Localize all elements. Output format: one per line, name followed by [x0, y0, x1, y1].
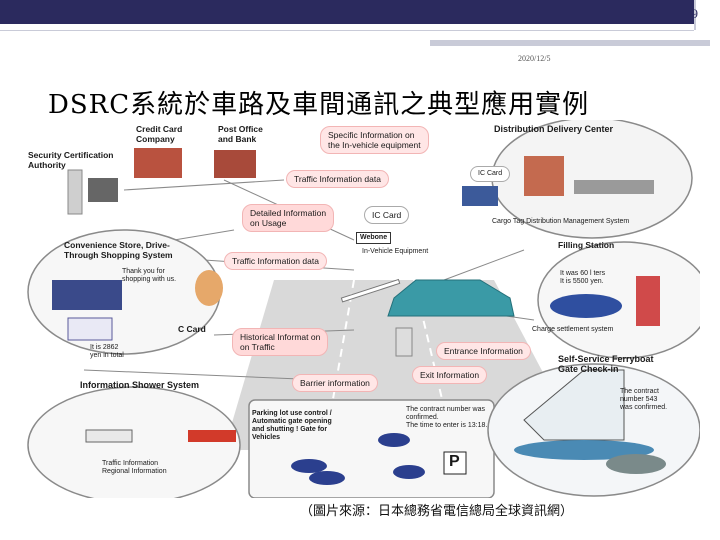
- label-convenience-store: Convenience Store, Drive-Through Shoppin…: [64, 240, 173, 260]
- credit-card-building: [134, 148, 182, 178]
- parking-sign: P: [449, 453, 460, 470]
- label-c-card: C Card: [178, 324, 206, 334]
- label-webone: Webone: [356, 232, 392, 244]
- central-car: [387, 279, 515, 317]
- header-divider: [0, 30, 694, 31]
- bubble-barrier-info: Barrier information: [292, 374, 378, 392]
- slide-date: 2020/12/5: [518, 54, 551, 63]
- label-ic-card-1: IC Card: [470, 166, 511, 182]
- store-clerk: [195, 270, 223, 306]
- security-computer: [88, 178, 118, 202]
- label-information-shower: Information Shower System: [80, 380, 200, 390]
- label-cargo-tag: Cargo Tag Distribution Management System: [492, 218, 630, 225]
- distribution-truck: [462, 186, 498, 206]
- slide-title: DSRC系統於車路及車間通訊之典型應用實例: [48, 90, 590, 120]
- bubble-traffic-info-data-1: Traffic Information data: [286, 170, 389, 188]
- shower-car-1: [85, 429, 133, 443]
- distribution-building: [524, 156, 564, 196]
- conveyor: [574, 180, 654, 194]
- illustration-scene: [27, 120, 700, 498]
- gate-barrier: [340, 278, 401, 303]
- shower-panel: [27, 386, 241, 498]
- ferry-car: [606, 454, 666, 474]
- header-bar: [0, 0, 694, 24]
- label-distribution-center: Distribution Delivery Center: [494, 124, 614, 134]
- label-ic-card-2: IC Card: [364, 206, 410, 224]
- filling-panel: [537, 241, 700, 359]
- parked-cars: [291, 433, 425, 485]
- bubble-exit-info: Exit Information: [412, 366, 488, 384]
- label-filling-station: Filling Station: [558, 240, 615, 250]
- accent-bar: [430, 40, 710, 46]
- source-caption: （圖片來源：日本總務省電信總局全球資訊網）: [300, 504, 574, 519]
- post-office-building: [214, 150, 256, 178]
- gate-box: [395, 327, 413, 357]
- header-rail: [694, 0, 696, 30]
- ferry-water: [514, 440, 654, 460]
- ferry-boat: [523, 369, 625, 441]
- bubble-traffic-info-data-2: Traffic Information data: [224, 252, 327, 270]
- filling-car: [550, 294, 622, 318]
- label-charge-settlement: Charge settlement system: [532, 326, 614, 333]
- store-building: [52, 280, 122, 310]
- label-parking-lot: Parking lot use control /Automatic gate …: [252, 410, 332, 441]
- store-van: [67, 317, 113, 341]
- security-server: [67, 169, 83, 215]
- label-in-vehicle-equipment: In-Vehicle Equipment: [362, 248, 429, 255]
- bubble-entrance-info: Entrance Information: [436, 342, 531, 360]
- shower-car-2: [188, 430, 236, 442]
- parking-sign-box: [443, 451, 467, 475]
- fuel-pump: [636, 276, 660, 326]
- page-number: 9: [691, 6, 699, 21]
